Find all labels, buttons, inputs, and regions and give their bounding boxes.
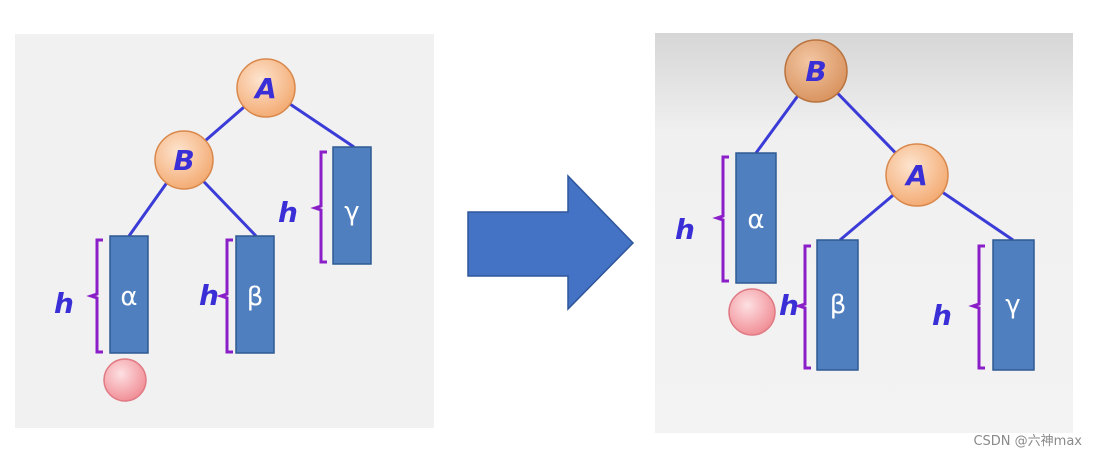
left-node-B-label: B [173, 144, 194, 177]
left-subtree-beta: β [235, 235, 275, 354]
left-subtree-beta-label: β [247, 282, 264, 312]
right-subtree-gamma: γ [992, 239, 1035, 371]
left-inserted-node [103, 358, 147, 402]
left-brace-gamma [310, 150, 327, 264]
right-height-label-alpha: h [675, 213, 695, 246]
right-node-B: B [784, 39, 848, 103]
right-brace-alpha [712, 155, 729, 283]
right-subtree-alpha: α [735, 152, 777, 284]
left-height-label-beta: h [199, 279, 219, 312]
right-node-A: A [885, 143, 949, 207]
right-node-B-label: B [805, 55, 826, 88]
left-subtree-alpha: α [109, 235, 149, 354]
left-brace-alpha [86, 238, 103, 354]
left-node-A-label: A [253, 72, 277, 105]
right-height-label-gamma: h [932, 299, 952, 332]
left-panel: A B α β γ h h h [15, 34, 434, 428]
left-subtree-gamma-label: γ [344, 197, 359, 227]
left-node-B: B [154, 130, 214, 190]
right-subtree-beta-label: β [830, 290, 847, 320]
left-height-label-alpha: h [54, 287, 74, 320]
right-inserted-node [728, 288, 776, 336]
right-node-A-label: A [904, 159, 928, 192]
right-height-label-beta: h [779, 289, 799, 322]
right-subtree-beta: β [816, 239, 859, 371]
transform-arrow [467, 174, 635, 311]
watermark: CSDN @六神max [973, 434, 1082, 449]
right-subtree-alpha-label: α [747, 205, 764, 235]
left-subtree-gamma: γ [332, 146, 372, 265]
left-node-A: A [236, 58, 296, 118]
right-panel-background [655, 33, 1073, 433]
right-brace-gamma [968, 244, 985, 370]
right-brace-beta [794, 244, 811, 370]
left-brace-beta [216, 238, 233, 354]
right-subtree-gamma-label: γ [1005, 290, 1020, 320]
left-height-label-gamma: h [278, 196, 298, 229]
right-panel: B A α β γ h h h [655, 33, 1073, 433]
left-subtree-alpha-label: α [120, 282, 137, 312]
